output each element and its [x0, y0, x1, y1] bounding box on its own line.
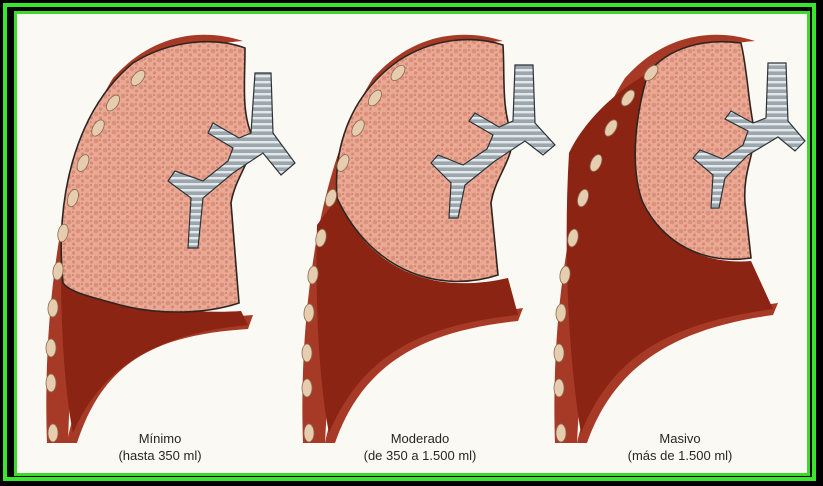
stage-volume: (hasta 350 ml)	[70, 447, 250, 464]
stage-volume: (de 350 a 1.500 ml)	[330, 447, 510, 464]
stage-label: Masivo	[590, 430, 770, 447]
illustration-panel	[14, 11, 810, 476]
caption-masivo: Masivo (más de 1.500 ml)	[590, 430, 770, 464]
caption-moderado: Moderado (de 350 a 1.500 ml)	[330, 430, 510, 464]
lung-masivo	[554, 35, 805, 443]
lung-moderado	[302, 35, 555, 443]
stage-volume: (más de 1.500 ml)	[590, 447, 770, 464]
pleural-effusion-diagram	[17, 14, 807, 473]
caption-minimo: Mínimo (hasta 350 ml)	[70, 430, 250, 464]
lung-minimo	[46, 35, 295, 443]
stage-label: Moderado	[330, 430, 510, 447]
stage-label: Mínimo	[70, 430, 250, 447]
